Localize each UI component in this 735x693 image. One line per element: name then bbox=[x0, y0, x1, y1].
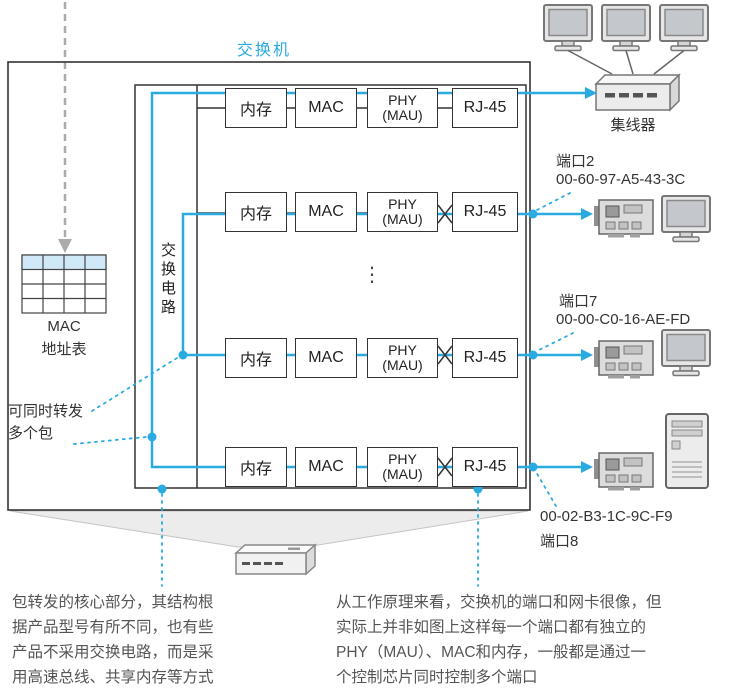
monitor-icon bbox=[601, 4, 651, 52]
port-footnote: 从工作原理来看，交换机的端口和网卡很像，但 实际上并非如图上这样每一个端口都有独… bbox=[336, 590, 662, 690]
crossover-marks bbox=[437, 204, 453, 477]
arrowhead-to-hub-icon bbox=[585, 87, 597, 99]
memory-box: 内存 bbox=[225, 88, 287, 128]
rj45-box: RJ-45 bbox=[452, 338, 518, 378]
fabric-footnote-line: 据产品型号有所不同，也有些 bbox=[12, 619, 214, 636]
memory-box: 内存 bbox=[225, 338, 287, 378]
fabric-footnote-line: 包转发的核心部分，其结构根 bbox=[12, 594, 214, 611]
phy-box: PHY (MAU) bbox=[367, 338, 438, 378]
hub-icon bbox=[594, 73, 681, 112]
fabric-footnote-line: 产品不采用交换电路，而是采 bbox=[12, 644, 214, 661]
mac-box: MAC bbox=[295, 447, 357, 487]
multi-forward-note-line1: 可同时转发 bbox=[8, 403, 84, 420]
phy-label-bottom: (MAU) bbox=[382, 211, 423, 227]
block-connectors bbox=[197, 107, 452, 468]
flow-dot bbox=[178, 350, 188, 360]
phy-label-bottom: (MAU) bbox=[382, 107, 423, 123]
monitor-icon bbox=[543, 4, 593, 52]
zoom-funnel bbox=[9, 510, 529, 548]
arrowhead-to-port2-icon bbox=[581, 208, 593, 220]
callout-leader-lines bbox=[73, 192, 574, 587]
network-card-icon bbox=[593, 340, 654, 380]
hub-segment bbox=[543, 4, 709, 112]
mac-box: MAC bbox=[295, 192, 357, 232]
mac-box: MAC bbox=[295, 88, 357, 128]
monitor-icon bbox=[661, 195, 711, 243]
port2-label: 端口2 bbox=[556, 153, 595, 170]
phy-box: PHY (MAU) bbox=[367, 447, 438, 487]
port-footnote-line: PHY（MAU）、MAC和内存，一般都是通过一 bbox=[336, 644, 647, 661]
multi-forward-note-line2: 多个包 bbox=[8, 425, 54, 442]
network-card-icon bbox=[593, 452, 654, 492]
fabric-label: 交换电路 bbox=[159, 242, 176, 318]
port-footnote-line: 实际上并非如图上这样每一个端口都有独立的 bbox=[336, 619, 647, 636]
port-footnote-line: 从工作原理来看，交换机的端口和网卡很像，但 bbox=[336, 594, 662, 611]
rj45-box: RJ-45 bbox=[452, 447, 518, 487]
port-footnote-line: 个控制芯片同时控制多个端口 bbox=[336, 669, 538, 686]
port2-dot bbox=[528, 209, 538, 219]
more-ports-ellipsis: ⋮ bbox=[362, 264, 382, 286]
phy-label-top: PHY bbox=[388, 196, 417, 212]
port2-mac-address: 00-60-97-A5-43-3C bbox=[556, 171, 686, 188]
memory-box: 内存 bbox=[225, 447, 287, 487]
fabric-note-dot bbox=[157, 484, 167, 494]
server-tower-icon bbox=[665, 413, 709, 489]
mac-box: MAC bbox=[295, 338, 357, 378]
arrowhead-to-port7-icon bbox=[581, 349, 593, 361]
rj45-box: RJ-45 bbox=[452, 192, 518, 232]
phy-box: PHY (MAU) bbox=[367, 88, 438, 128]
port7-mac-address: 00-00-C0-16-AE-FD bbox=[556, 311, 691, 328]
mac-address-table-graphic bbox=[21, 254, 107, 314]
flow-arrowheads bbox=[581, 87, 597, 473]
port8-mac-address: 00-02-B3-1C-9C-F9 bbox=[540, 508, 673, 525]
port8-label: 端口8 bbox=[540, 533, 579, 550]
memory-box: 内存 bbox=[225, 192, 287, 232]
fabric-footnote: 包转发的核心部分，其结构根 据产品型号有所不同，也有些 产品不采用交换电路，而是… bbox=[12, 590, 214, 690]
mac-table-pointer-arrow-icon bbox=[58, 2, 72, 253]
phy-box: PHY (MAU) bbox=[367, 192, 438, 232]
monitor-icon bbox=[661, 329, 711, 377]
mac-table-label-line2: 地址表 bbox=[41, 341, 87, 358]
switch-module-box bbox=[134, 84, 527, 489]
mac-table-label-line1: MAC bbox=[47, 318, 81, 335]
port7-label: 端口7 bbox=[559, 293, 598, 310]
arrowhead-to-port8-icon bbox=[581, 461, 593, 473]
diagram-title: 交换机 bbox=[236, 42, 291, 59]
hub-label: 集线器 bbox=[610, 117, 656, 134]
phy-label-bottom: (MAU) bbox=[382, 357, 423, 373]
port7-dot bbox=[528, 350, 538, 360]
phy-label-top: PHY bbox=[388, 451, 417, 467]
fabric-footnote-line: 用高速总线、共享内存等方式 bbox=[12, 669, 214, 686]
phy-label-top: PHY bbox=[388, 92, 417, 108]
small-switch-icon bbox=[234, 543, 317, 576]
flow-dot bbox=[147, 432, 157, 442]
port8-dot bbox=[528, 462, 538, 472]
switch-enclosure-box bbox=[7, 61, 531, 511]
phy-label-bottom: (MAU) bbox=[382, 466, 423, 482]
monitor-icon bbox=[659, 4, 709, 52]
phy-label-top: PHY bbox=[388, 342, 417, 358]
rj45-box: RJ-45 bbox=[452, 88, 518, 128]
network-card-icon bbox=[593, 199, 654, 239]
